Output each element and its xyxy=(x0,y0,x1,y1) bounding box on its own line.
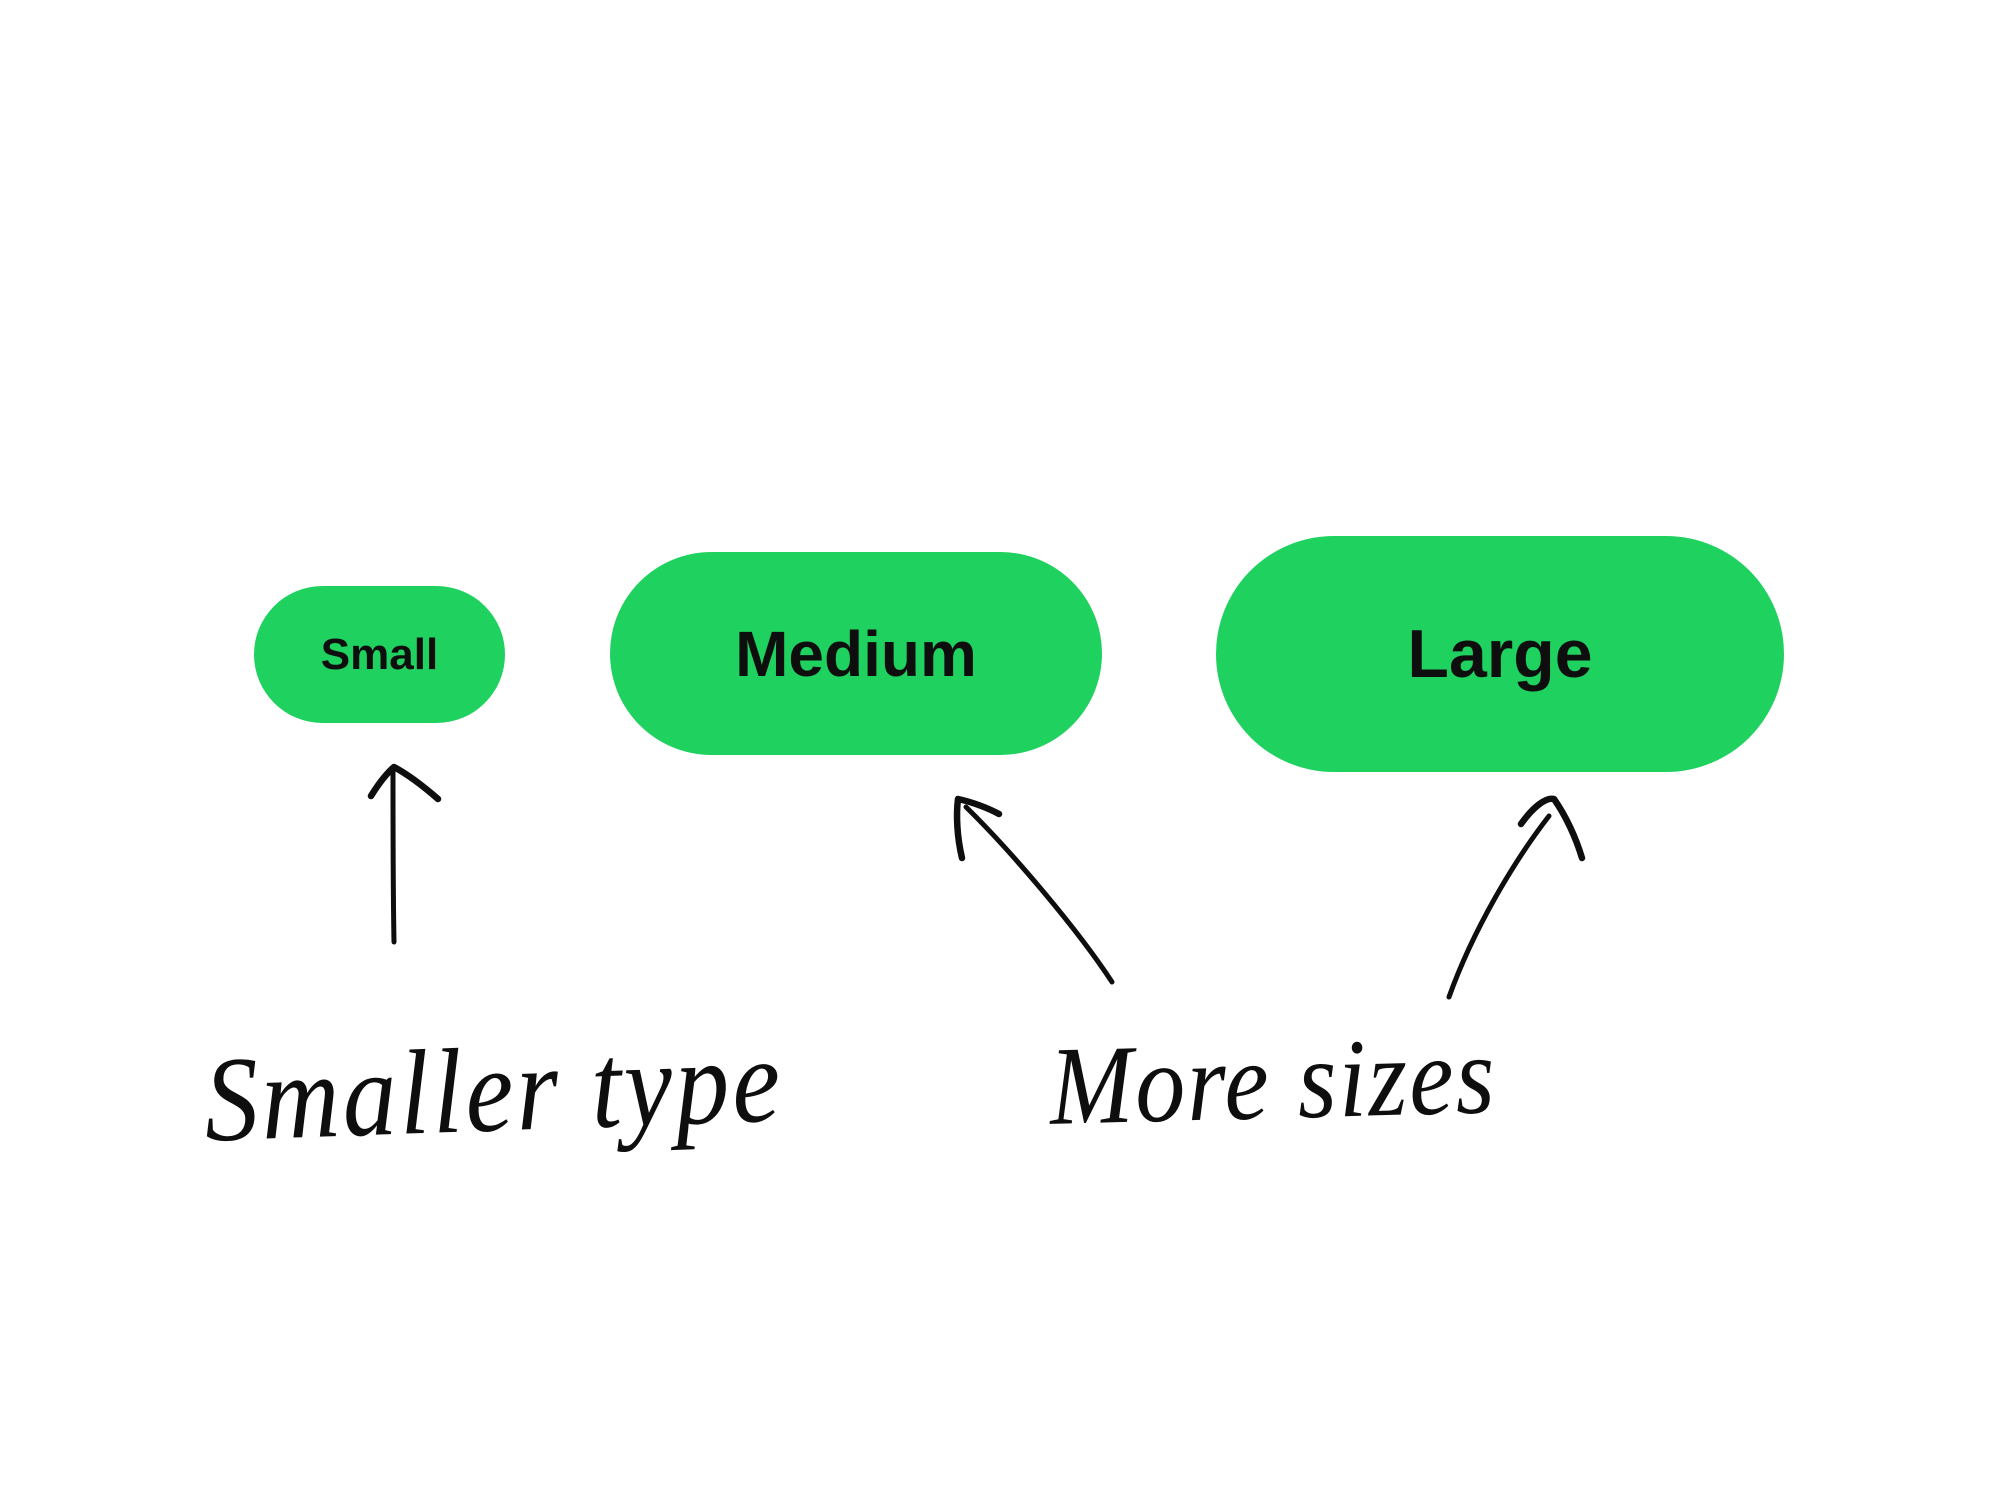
arrow-to-large-shaft xyxy=(1446,813,1552,1000)
arrow-to-medium-head xyxy=(953,795,1003,862)
size-button-large[interactable]: Large xyxy=(1216,536,1784,772)
size-button-medium-label: Medium xyxy=(735,617,977,690)
size-button-medium[interactable]: Medium xyxy=(610,552,1102,755)
arrow-to-large-icon xyxy=(1446,795,1586,1000)
arrow-to-large-head xyxy=(1517,795,1586,862)
arrow-to-medium-icon xyxy=(953,795,1115,985)
arrow-to-small-shaft xyxy=(390,769,397,945)
size-button-large-label: Large xyxy=(1407,616,1593,692)
annotation-smaller-type: Smaller type xyxy=(202,1014,786,1168)
arrow-to-small-head xyxy=(367,763,442,803)
size-button-small-label: Small xyxy=(320,629,439,679)
arrow-to-small-icon xyxy=(367,763,442,945)
size-button-small[interactable]: Small xyxy=(254,586,505,723)
arrow-to-medium-shaft xyxy=(963,804,1115,985)
annotation-more-sizes: More sizes xyxy=(1048,1012,1498,1149)
